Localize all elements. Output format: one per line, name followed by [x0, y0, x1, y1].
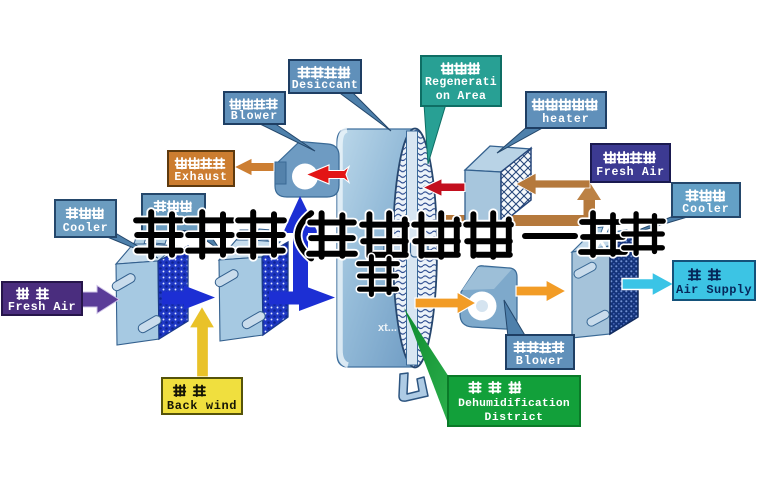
svg-text:Blower: Blower [516, 354, 564, 368]
svg-text:Blower: Blower [231, 110, 278, 123]
svg-text:Back wind: Back wind [167, 399, 237, 413]
svg-text:Fresh Air: Fresh Air [596, 166, 664, 179]
svg-text:Dehumidification: Dehumidification [458, 398, 570, 410]
svg-text:Cooler: Cooler [682, 203, 729, 216]
svg-text:Desiccant: Desiccant [292, 79, 359, 92]
svg-text:Fresh Air: Fresh Air [8, 300, 76, 314]
svg-text:on Area: on Area [436, 90, 486, 103]
svg-text:Air Supply: Air Supply [676, 283, 752, 297]
svg-text:District: District [484, 412, 543, 424]
svg-text:Exhaust: Exhaust [174, 171, 227, 184]
svg-text:Cooler: Cooler [63, 222, 109, 235]
svg-text:heater: heater [542, 113, 589, 126]
svg-text:Regenerati: Regenerati [425, 76, 497, 89]
svg-text:xt...: xt... [378, 322, 397, 334]
